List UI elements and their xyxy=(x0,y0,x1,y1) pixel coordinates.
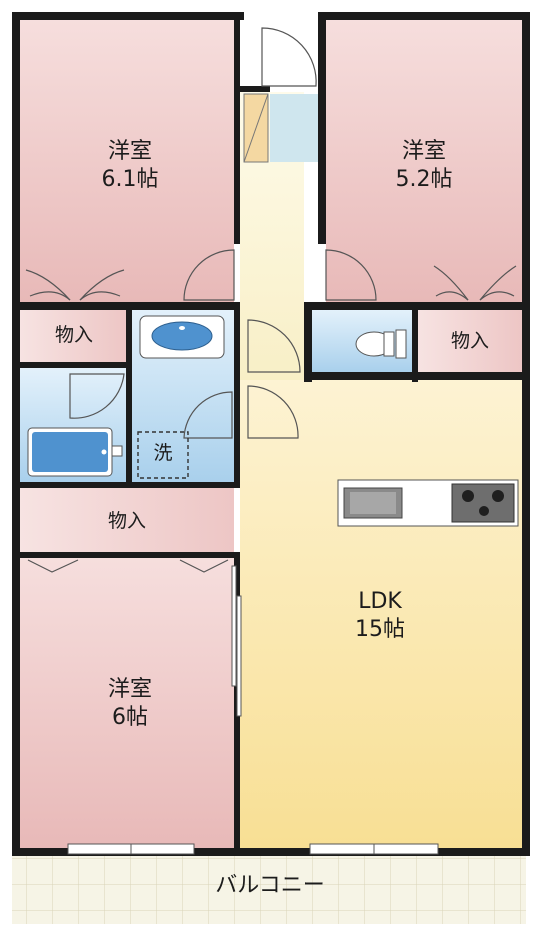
room-size: 6.1帖 xyxy=(101,166,159,192)
western-room-top-right xyxy=(326,20,522,302)
room-name: 洋室 xyxy=(107,139,152,164)
sliding-door-bottom-room xyxy=(231,565,242,717)
entrance-door-swing xyxy=(261,27,317,87)
storage-right xyxy=(418,310,522,372)
door-swing-top-right-room xyxy=(325,249,377,301)
wall-top-right xyxy=(318,12,530,20)
closet-doors-top-right xyxy=(433,265,517,301)
wall-h-bath-bottom xyxy=(12,482,240,488)
room-name: LDK xyxy=(358,589,402,614)
door-swing-bathroom xyxy=(69,373,125,419)
label-storage-left: 物入 xyxy=(54,324,93,346)
entrance-floor xyxy=(270,94,318,162)
toilet-tank xyxy=(395,329,407,359)
wall-v-toilet-left xyxy=(304,302,312,382)
stove-burner-3 xyxy=(479,506,489,516)
wall-v-washroom xyxy=(234,302,240,488)
western-room-bottom-left xyxy=(20,558,234,848)
toilet-seat-back xyxy=(383,331,395,357)
wall-v-storage-left xyxy=(126,310,132,488)
wall-v-right xyxy=(318,20,326,244)
western-room-top-left xyxy=(20,20,234,302)
wall-bottom xyxy=(12,848,530,856)
wall-entry-step xyxy=(240,86,270,92)
wall-outer-left xyxy=(12,12,20,856)
label-ldk: LDK 15帖 xyxy=(320,588,440,643)
window-sash-left xyxy=(67,843,195,855)
bathtub-basin xyxy=(32,432,108,472)
label-western-top-left: 洋室 6.1帖 xyxy=(70,138,190,193)
closet-doors-top-left xyxy=(25,269,125,301)
wall-h-mid-right xyxy=(304,302,530,310)
kitchen-sink-inner xyxy=(350,492,396,514)
storage-left xyxy=(20,310,126,362)
wall-top-left xyxy=(12,12,244,20)
wall-h-storage-bottom xyxy=(20,552,234,558)
wall-v-toilet-right xyxy=(412,310,418,382)
ldk-room xyxy=(240,380,522,848)
label-western-top-right: 洋室 5.2帖 xyxy=(364,138,484,193)
label-storage-right: 物入 xyxy=(450,330,489,352)
wall-h-toilet-bottom xyxy=(304,372,530,380)
washer-space xyxy=(137,431,189,479)
basin-bowl xyxy=(151,321,213,351)
label-western-bottom-left: 洋室 6帖 xyxy=(70,676,190,731)
room-size: 6帖 xyxy=(112,704,148,730)
wall-outer-right xyxy=(522,12,530,856)
bathtub-drain xyxy=(101,449,107,455)
wall-h-mid-left xyxy=(12,302,240,310)
stove-burner-1 xyxy=(462,490,474,502)
label-washer: 洗 xyxy=(153,442,173,464)
wall-v-left xyxy=(234,20,240,244)
room-size: 5.2帖 xyxy=(395,166,453,192)
balcony xyxy=(12,856,526,924)
label-storage-middle: 物入 xyxy=(107,510,146,532)
bathtub-faucet xyxy=(111,445,123,457)
stove xyxy=(451,483,515,523)
closet-doors-middle xyxy=(27,559,229,573)
door-swing-top-left-room xyxy=(183,249,235,301)
label-balcony: バルコニー xyxy=(215,873,325,898)
room-name: 洋室 xyxy=(401,139,446,164)
room-name: 洋室 xyxy=(107,677,152,702)
door-swing-ldk xyxy=(247,385,299,439)
wall-h-bath-top xyxy=(20,362,132,368)
door-swing-washroom xyxy=(183,391,233,439)
storage-middle xyxy=(20,488,234,554)
basin-drain xyxy=(179,326,185,330)
room-size: 15帖 xyxy=(355,616,405,642)
window-sash-right xyxy=(309,843,439,855)
stove-burner-2 xyxy=(492,490,504,502)
door-swing-toilet xyxy=(247,319,301,373)
shoe-cabinet-diagonal xyxy=(243,93,269,163)
